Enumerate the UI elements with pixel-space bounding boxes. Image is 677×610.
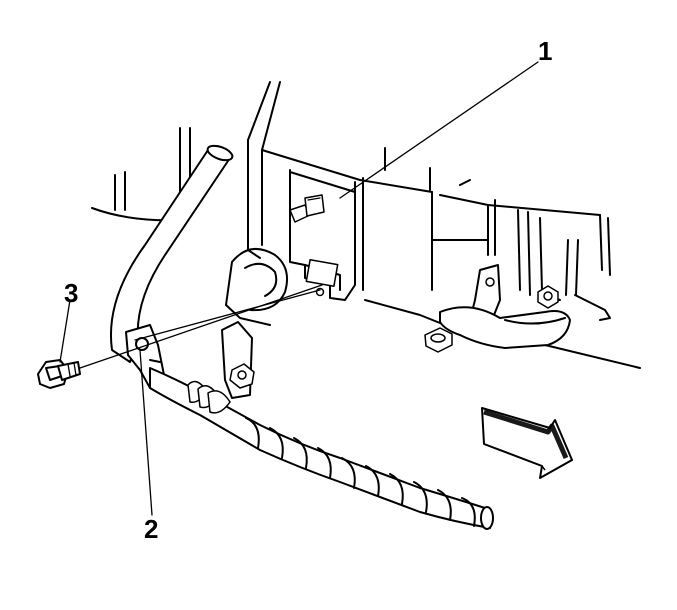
stabilizer-link-bracket <box>424 264 571 353</box>
installation-lines <box>79 284 323 369</box>
body-mount-bracket <box>225 247 288 326</box>
callout-3: 3 <box>64 278 78 308</box>
center-mount-bracket <box>221 321 255 399</box>
callout-1: 1 <box>538 36 552 66</box>
cable-assembly <box>149 367 494 530</box>
callout-2: 2 <box>144 514 158 544</box>
cable-bracket <box>289 171 356 301</box>
mounting-bolt <box>37 359 81 389</box>
bent-tube <box>110 144 234 363</box>
callout-leaders <box>59 61 539 516</box>
front-direction-arrow-icon <box>481 407 573 479</box>
